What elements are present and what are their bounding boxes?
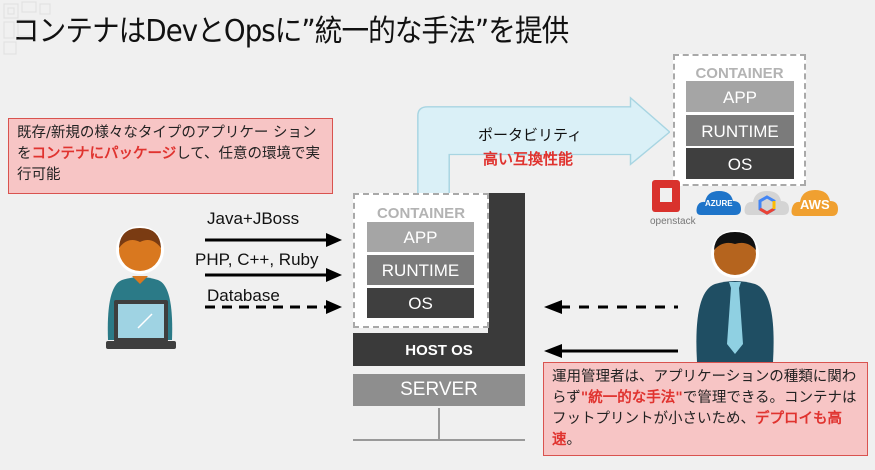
os-layer: OS	[686, 148, 794, 179]
openstack-label: openstack	[650, 216, 696, 227]
dev-arrows	[205, 233, 342, 314]
arrow-java	[205, 233, 342, 247]
app-layer: APP	[367, 222, 474, 252]
dev-arrow-label-java: Java+JBoss	[207, 209, 300, 228]
portability-label: ポータビリティ	[478, 126, 583, 144]
arrow-php	[205, 268, 342, 282]
os-layer: OS	[367, 288, 474, 318]
note-text: して、任意の環境で実行可能	[17, 146, 321, 183]
note-highlight: コンテナにパッケージ	[31, 146, 177, 162]
portability-arrow	[417, 96, 670, 200]
aws-label: AWS	[800, 197, 830, 212]
server-layer: SERVER	[353, 374, 525, 406]
note-text: 運用管理者は、アプリケーションの種類に関わらず	[552, 369, 857, 406]
runtime-layer: RUNTIME	[686, 115, 794, 146]
operator-avatar	[696, 230, 774, 362]
runtime-layer: RUNTIME	[367, 255, 474, 285]
server-base-lines	[353, 408, 525, 441]
arrow-ops-solid	[544, 344, 678, 358]
operator-note: 運用管理者は、アプリケーションの種類に関わらず"統一的な手法"で管理できる。コン…	[543, 362, 868, 456]
google-cloud-icon	[744, 191, 789, 215]
host-os-layer: HOST OS	[353, 333, 525, 366]
page-title: コンテナはDevとOpsに”統一的な手法”を提供	[12, 14, 569, 49]
corner-pattern-decoration	[3, 1, 51, 55]
note-text: 。	[566, 432, 582, 448]
note-text: で管理できる。コンテナはフットプリントが小さいため、	[552, 390, 857, 427]
compatibility-label: 高い互換性能	[483, 150, 574, 168]
arrow-database	[205, 300, 342, 314]
developer-note: 既存/新規の様々なタイプのアプリケー ションをコンテナにパッケージして、任意の環…	[8, 118, 333, 194]
developer-avatar	[106, 226, 176, 349]
note-highlight: "統一的な手法"	[580, 390, 683, 406]
aws-icon	[791, 190, 838, 216]
container-label: CONTAINER	[376, 205, 466, 222]
app-layer: APP	[686, 81, 794, 112]
dev-arrow-label-php: PHP, C++, Ruby	[195, 250, 319, 269]
note-highlight: デプロイも高速	[552, 411, 842, 448]
azure-icon	[696, 191, 741, 215]
ops-arrows	[544, 300, 678, 358]
container-label: CONTAINER	[695, 65, 784, 82]
dev-arrow-label-database: Database	[207, 286, 280, 305]
azure-label: AZURE	[705, 199, 733, 208]
openstack-icon	[652, 180, 680, 212]
note-text: 既存/新規の様々なタイプのアプリケー ションを	[17, 125, 317, 162]
arrow-ops-dashed	[544, 300, 678, 314]
